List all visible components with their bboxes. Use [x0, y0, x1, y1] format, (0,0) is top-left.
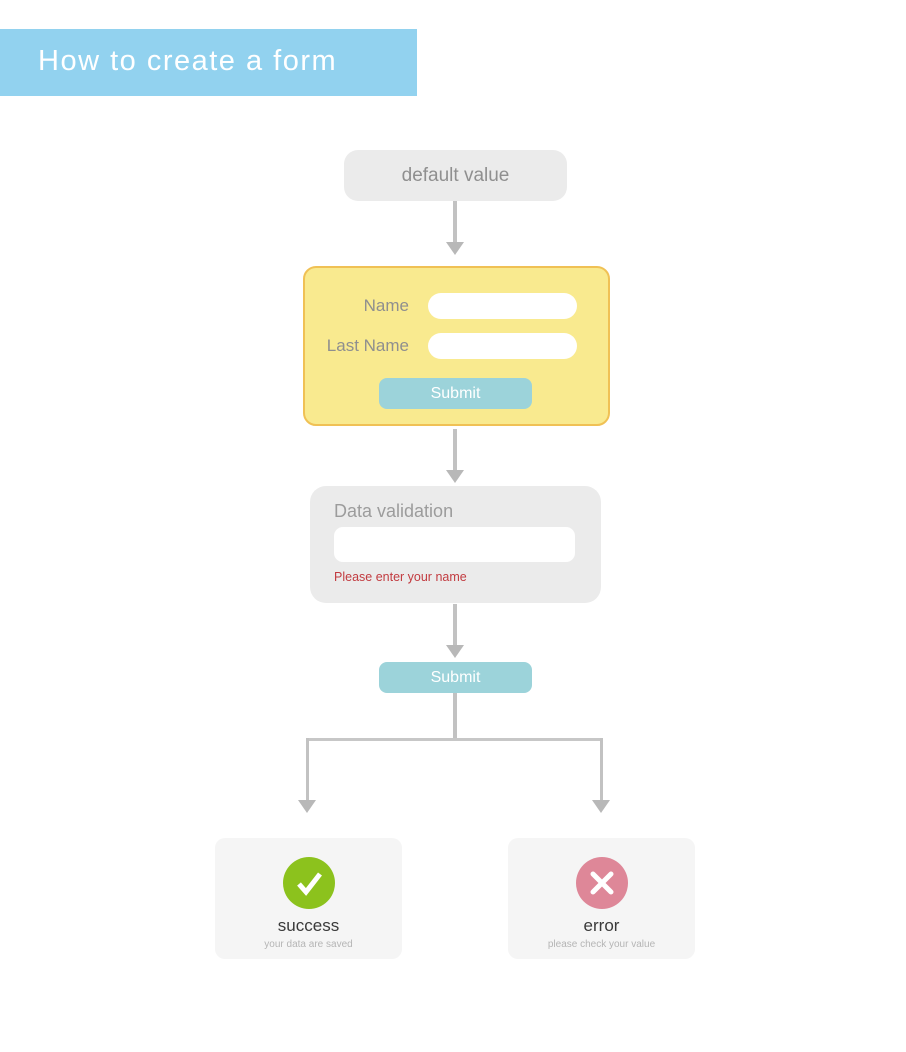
default-value-label: default value	[401, 164, 510, 186]
name-input[interactable]	[428, 293, 577, 319]
form-node: Name Last Name Submit	[303, 266, 610, 426]
name-label: Name	[363, 296, 409, 315]
last-name-label: Last Name	[326, 336, 409, 355]
default-value-node: default value	[344, 150, 567, 201]
form-submit-button[interactable]: Submit	[379, 378, 532, 409]
connector-branch-left	[306, 738, 309, 801]
form-row-name: Name	[305, 293, 608, 319]
arrow-down-icon	[446, 645, 464, 658]
page-title: How to create a form	[38, 45, 338, 77]
x-icon	[575, 857, 628, 909]
success-card: success your data are saved	[215, 838, 402, 959]
connector-form-to-validation	[453, 429, 457, 470]
error-subtitle: please check your value	[547, 939, 656, 950]
check-icon	[282, 857, 335, 909]
connector-validation-to-submit	[453, 604, 457, 645]
arrow-down-icon	[298, 800, 316, 813]
arrow-down-icon	[446, 470, 464, 483]
connector-branch-right	[600, 738, 603, 801]
success-subtitle: your data are saved	[264, 939, 353, 950]
connector-branch-bar	[307, 738, 603, 741]
validation-node: Data validation Please enter your name	[310, 486, 601, 603]
arrow-down-icon	[592, 800, 610, 813]
validation-title: Data validation	[334, 501, 454, 521]
connector-default-to-form	[453, 201, 457, 242]
error-card: error please check your value	[508, 838, 695, 959]
last-name-input[interactable]	[428, 333, 577, 359]
connector-submit-stem	[453, 693, 457, 739]
error-title: error	[583, 916, 620, 935]
header-banner: How to create a form	[0, 29, 417, 96]
arrow-down-icon	[446, 242, 464, 255]
validation-error-message: Please enter your name	[334, 570, 467, 584]
success-title: success	[277, 916, 340, 935]
submit-button[interactable]: Submit	[379, 662, 532, 693]
form-row-lastname: Last Name	[305, 333, 608, 359]
validation-input[interactable]	[334, 527, 575, 562]
